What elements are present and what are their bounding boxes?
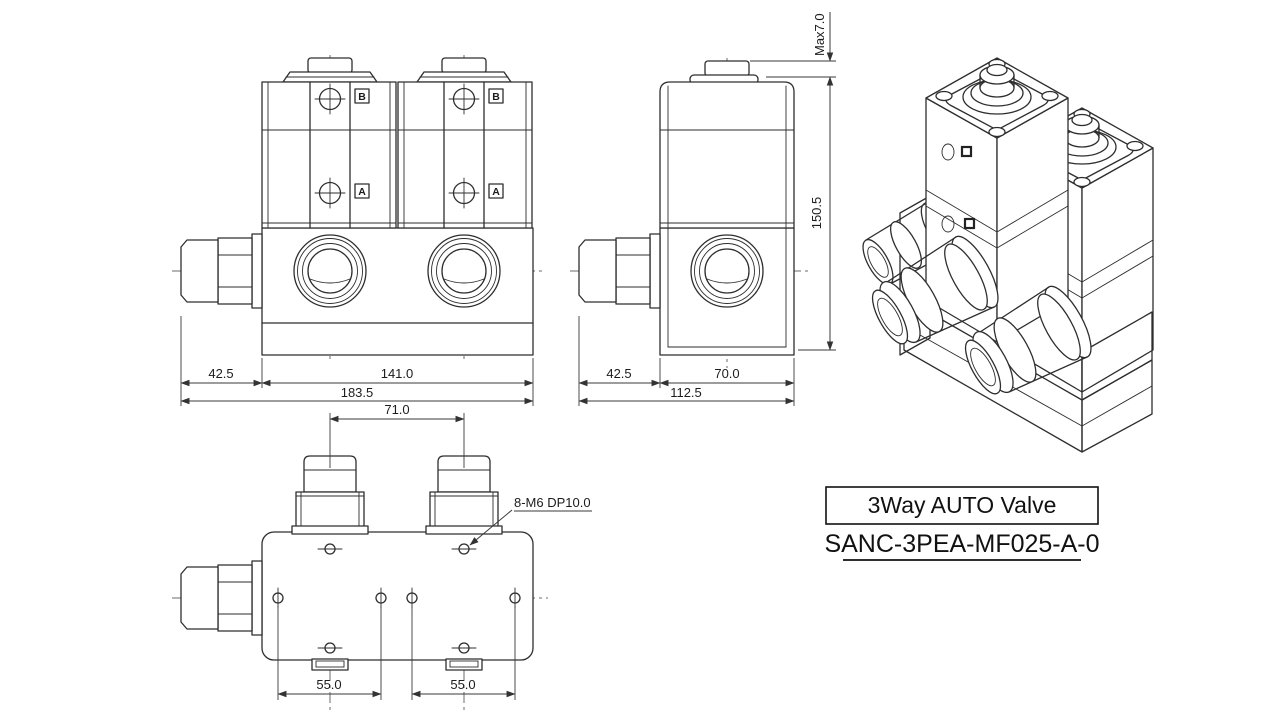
top-view: 8-M6 DP10.0 71.0 55.0 55.0 bbox=[172, 402, 592, 710]
thread-callout: 8-M6 DP10.0 bbox=[469, 495, 592, 546]
port-label-a: A bbox=[492, 186, 500, 198]
mounting-holes bbox=[272, 543, 521, 654]
side-valve-body bbox=[659, 60, 795, 229]
valve-cap bbox=[704, 60, 750, 77]
top-port-left bbox=[291, 455, 369, 535]
dim-hole-spacing-left: 55.0 bbox=[316, 677, 341, 692]
port-label-box bbox=[488, 183, 504, 199]
dim-front-offset: 42.5 bbox=[208, 366, 233, 381]
dim-height: 150.5 bbox=[809, 197, 824, 230]
side-view: 42.5 70.0 112.5 Max7.0 150.5 bbox=[570, 12, 836, 406]
side-height-dimensions: Max7.0 150.5 bbox=[750, 12, 836, 351]
iso-front-port-1 bbox=[871, 235, 999, 345]
front-port-right bbox=[427, 234, 501, 308]
port-label-b: B bbox=[358, 91, 366, 103]
port-label-box bbox=[354, 88, 370, 104]
dim-front-total-width: 183.5 bbox=[341, 385, 374, 400]
top-manifold-block bbox=[261, 531, 534, 661]
mounting-hole bbox=[406, 587, 418, 609]
side-dimensions: 42.5 70.0 112.5 bbox=[578, 316, 795, 406]
top-dimensions: 71.0 55.0 55.0 bbox=[277, 402, 516, 700]
screw-top bbox=[448, 83, 480, 115]
port-label-box bbox=[354, 183, 370, 199]
bottom-tabs bbox=[311, 658, 483, 671]
iso-screw-hole bbox=[941, 215, 955, 233]
port-label-b: B bbox=[492, 91, 500, 103]
side-connector bbox=[578, 233, 661, 309]
front-view: B A B bbox=[172, 55, 546, 406]
side-port bbox=[690, 234, 764, 308]
screw-bottom bbox=[314, 177, 346, 209]
mounting-hole bbox=[317, 642, 343, 654]
dim-hole-spacing-right: 55.0 bbox=[450, 677, 475, 692]
top-connector bbox=[180, 560, 263, 636]
mounting-hole bbox=[375, 587, 387, 609]
dim-port-spacing: 71.0 bbox=[384, 402, 409, 417]
valve-cap bbox=[441, 57, 487, 74]
top-port-right bbox=[425, 455, 503, 535]
mounting-hole bbox=[451, 642, 477, 654]
iso-port-label-a bbox=[963, 217, 976, 230]
iso-front-port-2 bbox=[964, 285, 1092, 395]
front-side-connector bbox=[180, 233, 263, 309]
mounting-hole bbox=[509, 587, 521, 609]
port-label-box bbox=[488, 88, 504, 104]
front-dimensions: 42.5 141.0 183.5 bbox=[180, 316, 534, 406]
dim-front-body-width: 141.0 bbox=[381, 366, 414, 381]
dim-side-body-width: 70.0 bbox=[714, 366, 739, 381]
isometric-view bbox=[862, 57, 1154, 453]
drawing-title: 3Way AUTO Valve bbox=[868, 492, 1057, 518]
thread-callout-text: 8-M6 DP10.0 bbox=[514, 495, 591, 510]
front-port-left bbox=[293, 234, 367, 308]
dim-side-offset: 42.5 bbox=[606, 366, 631, 381]
dim-cap-travel: Max7.0 bbox=[812, 13, 827, 56]
front-valve-body-right: B A bbox=[397, 57, 533, 229]
part-number: SANC-3PEA-MF025-A-0 bbox=[824, 530, 1099, 558]
iso-port-label-b bbox=[960, 145, 973, 158]
mounting-hole bbox=[272, 587, 284, 609]
iso-screw-hole bbox=[941, 143, 955, 161]
title-box bbox=[825, 486, 1099, 525]
screw-bottom bbox=[448, 177, 480, 209]
front-valve-body-left: B A bbox=[261, 57, 397, 229]
screw-top bbox=[314, 83, 346, 115]
mounting-hole bbox=[317, 543, 343, 555]
valve-cap bbox=[307, 57, 353, 74]
title-block: 3Way AUTO Valve SANC-3PEA-MF025-A-0 bbox=[824, 486, 1100, 561]
dim-side-total-width: 112.5 bbox=[670, 385, 702, 400]
port-label-a: A bbox=[358, 186, 366, 198]
mounting-hole bbox=[451, 543, 477, 555]
